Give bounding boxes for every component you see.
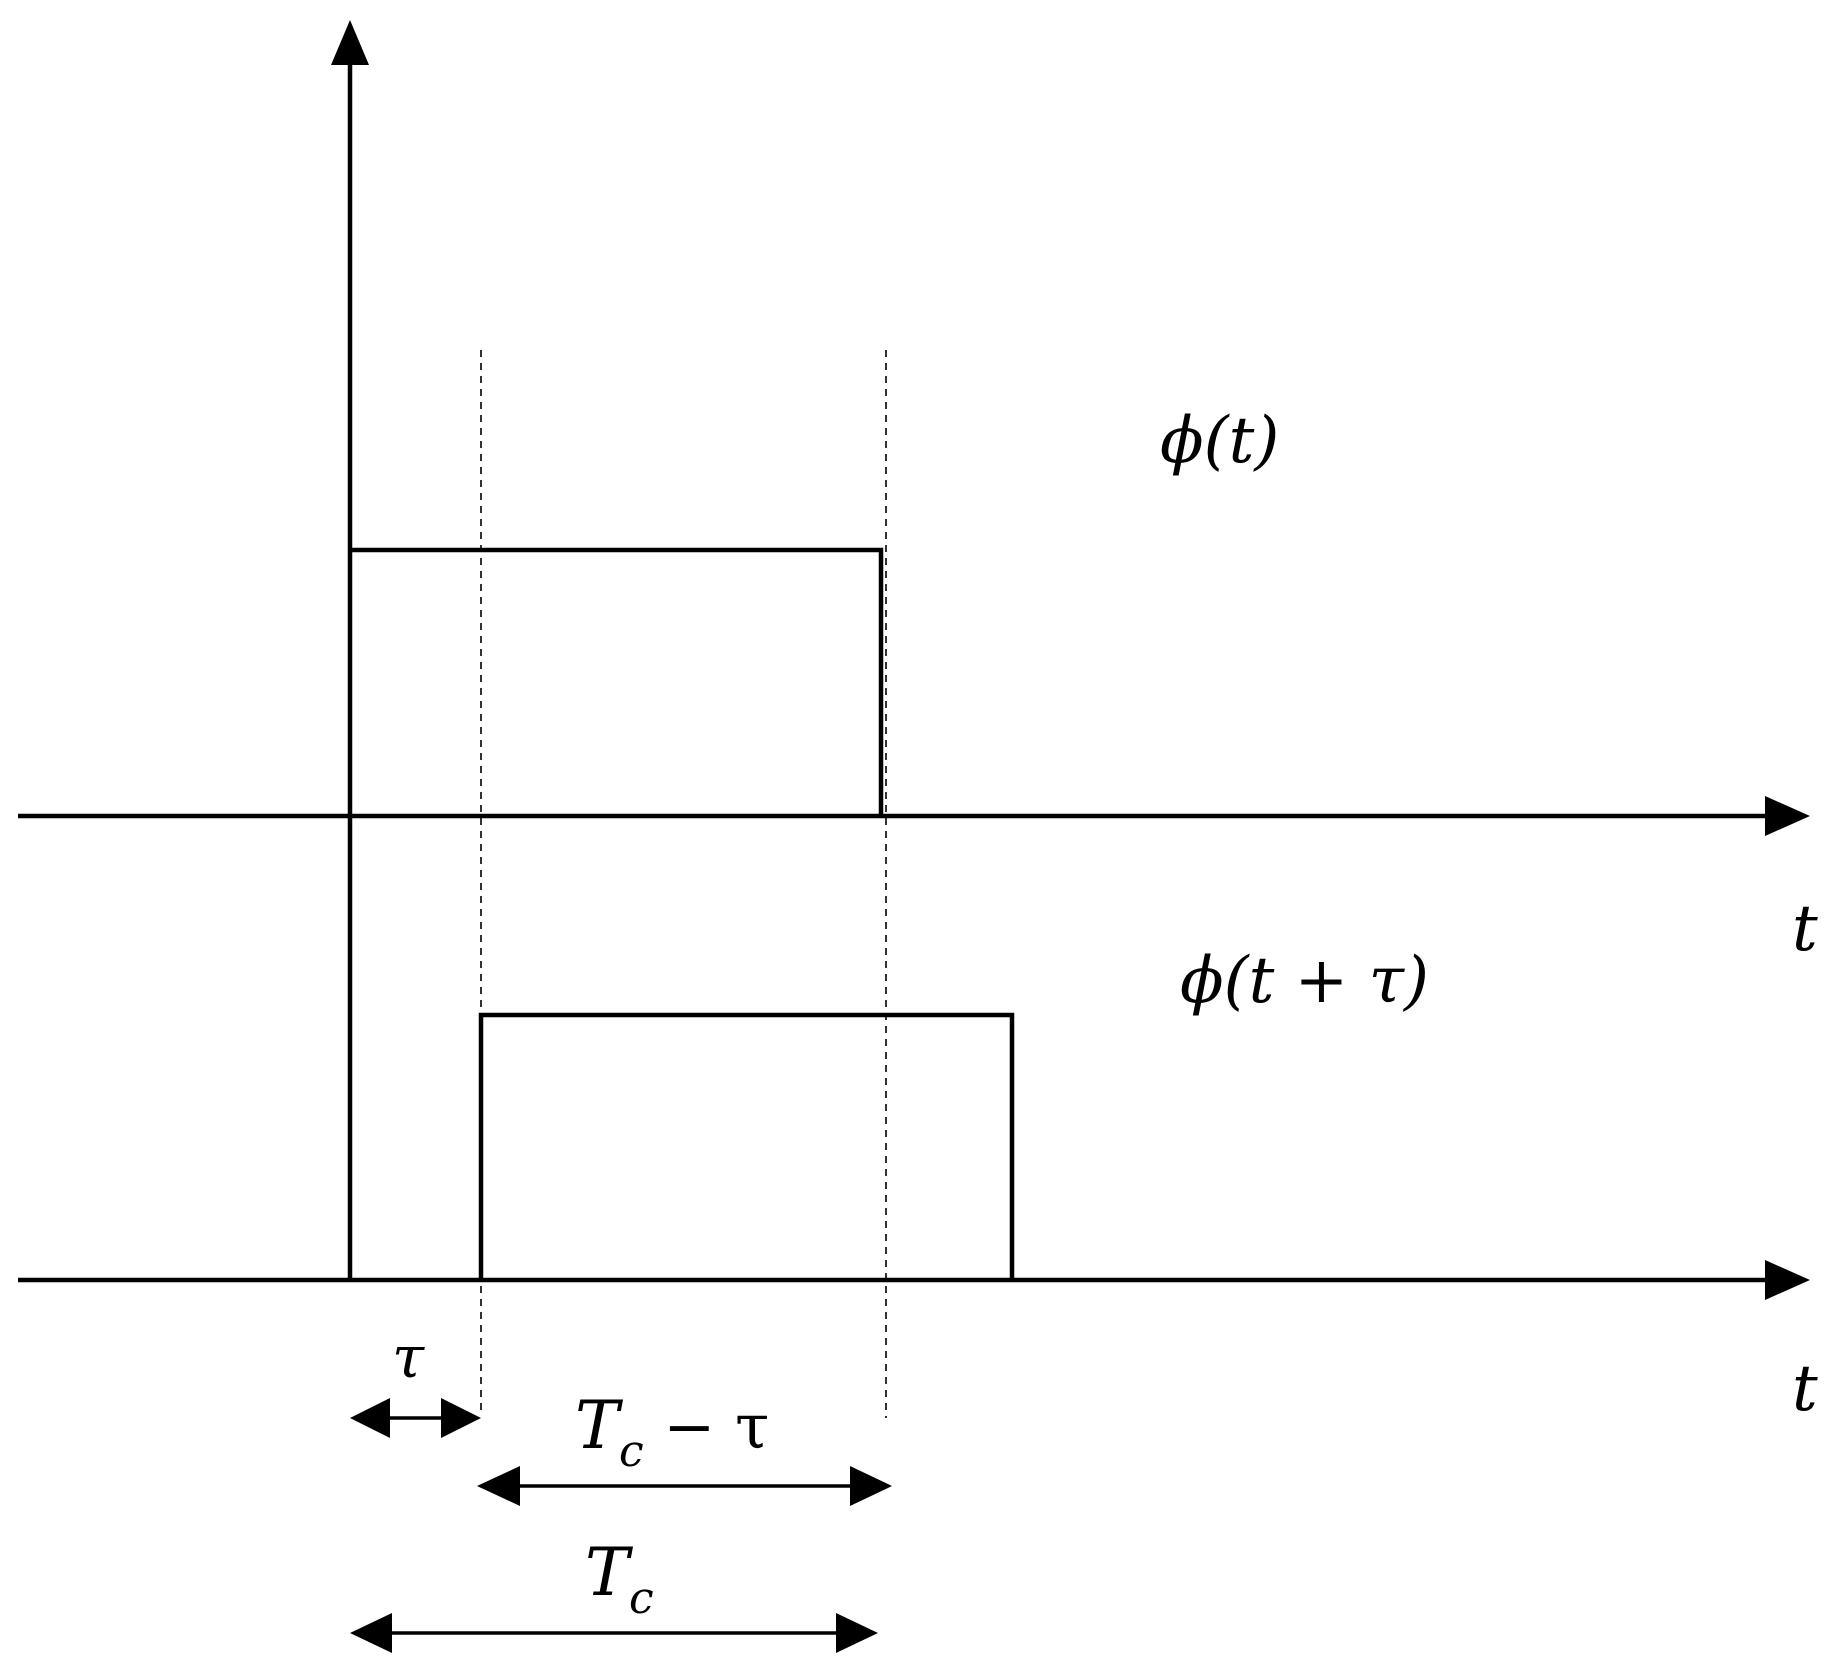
tc-minus-tau-label: Tc − τ bbox=[575, 1387, 769, 1477]
tc-label: Tc bbox=[585, 1534, 654, 1624]
tc-right-arrowhead bbox=[836, 1613, 878, 1653]
top-axis-variable-label: t bbox=[1792, 892, 1818, 966]
tc-left-arrowhead bbox=[350, 1613, 392, 1653]
tc-minus-tau-right-arrowhead bbox=[850, 1466, 892, 1506]
vertical-axis-arrowhead bbox=[331, 20, 369, 65]
top-pulse bbox=[350, 547, 884, 816]
tau-left-arrowhead bbox=[350, 1398, 390, 1438]
tau-right-arrowhead bbox=[441, 1398, 481, 1438]
bottom-pulse bbox=[478, 1012, 1015, 1280]
tau-label: τ bbox=[392, 1323, 425, 1391]
top-time-axis-arrowhead bbox=[1765, 796, 1810, 836]
bottom-time-axis-arrowhead bbox=[1765, 1260, 1810, 1300]
top-signal-label: ϕ(t) bbox=[1160, 404, 1279, 478]
tc-minus-tau-left-arrowhead bbox=[477, 1466, 520, 1506]
bottom-signal-label: ϕ(t + τ) bbox=[1180, 944, 1429, 1018]
bottom-axis-variable-label: t bbox=[1792, 1352, 1818, 1426]
